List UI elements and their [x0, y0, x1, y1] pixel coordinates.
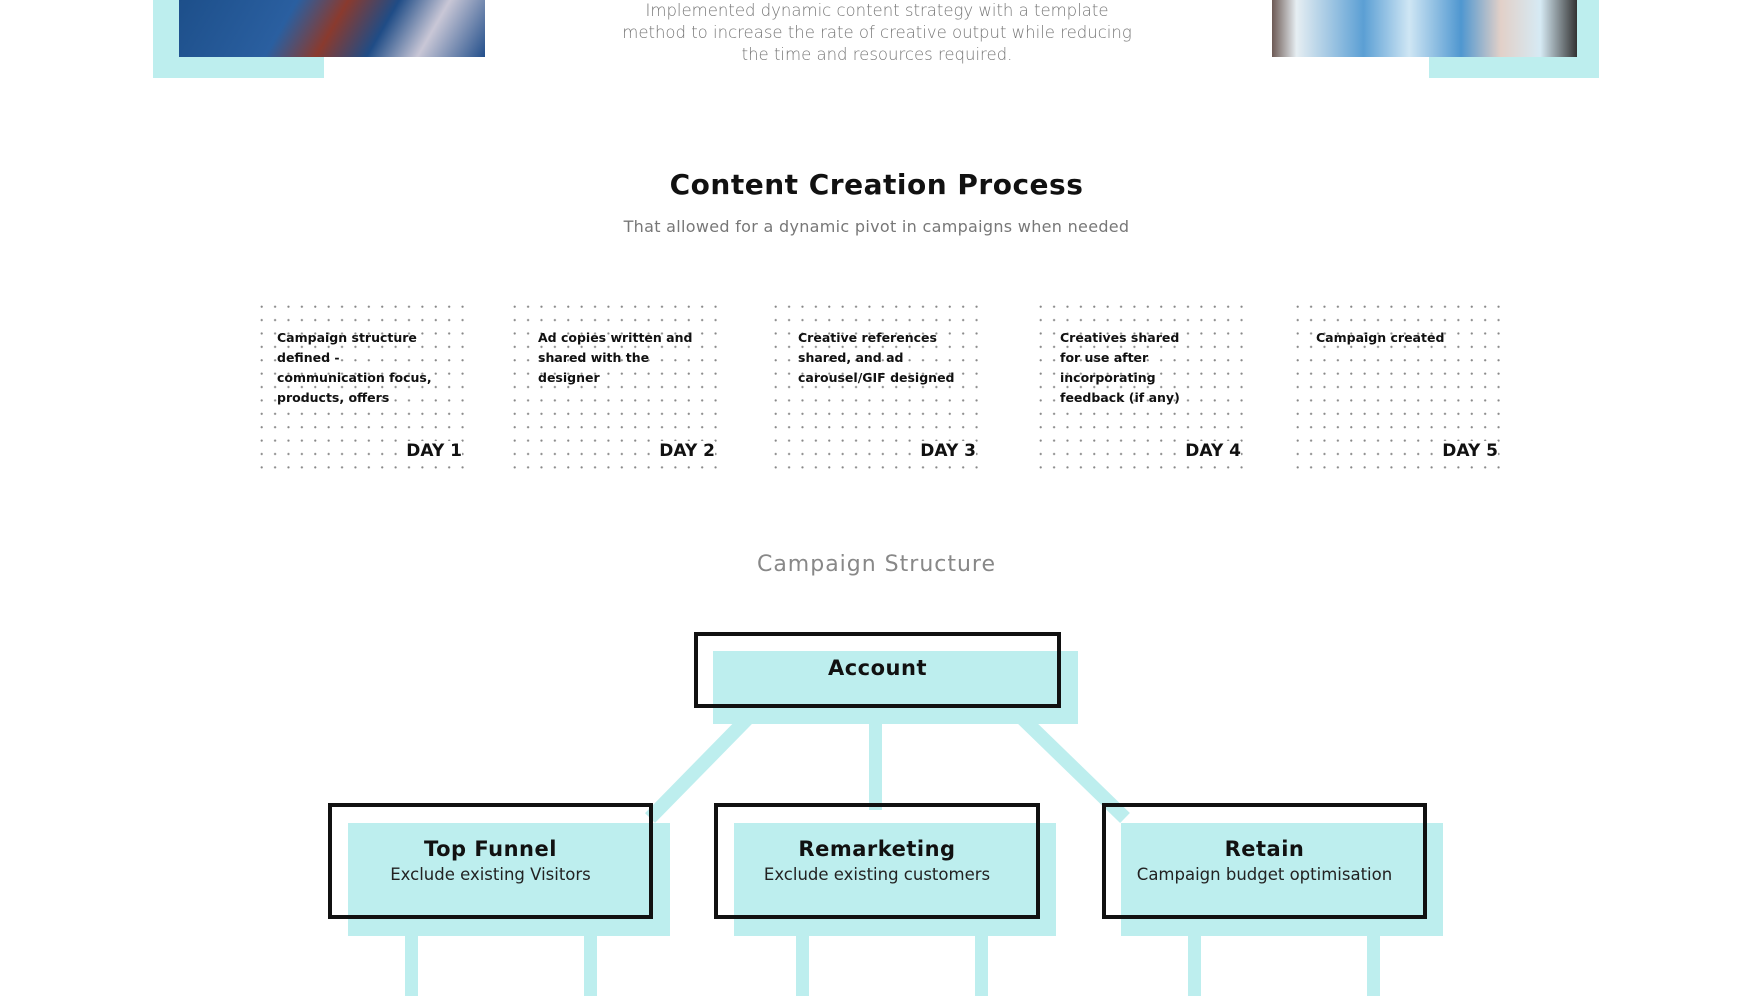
- day-card: Campaign created DAY 5: [1291, 300, 1506, 470]
- node-title: Remarketing: [798, 837, 956, 861]
- connector-stub: [796, 936, 809, 996]
- intro-line: the time and resources required.: [741, 45, 1013, 64]
- day-description: Ad copies written and shared with the de…: [538, 330, 693, 385]
- day-label: DAY 5: [1439, 441, 1498, 461]
- intro-line: Implemented dynamic content strategy wit…: [645, 1, 1109, 20]
- account-node: Account: [694, 632, 1061, 708]
- sneakers-photo: [179, 0, 485, 57]
- day-description: Campaign created: [1316, 330, 1445, 345]
- day-card: Creative references shared, and ad carou…: [769, 300, 984, 470]
- process-subtitle: That allowed for a dynamic pivot in camp…: [623, 217, 1130, 236]
- node-subtitle: Exclude existing Visitors: [390, 865, 591, 884]
- day-description: Campaign structure defined - communicati…: [277, 330, 432, 405]
- day-label: DAY 3: [917, 441, 976, 461]
- node-subtitle: Campaign budget optimisation: [1136, 865, 1393, 884]
- jeans-photo: [1272, 0, 1577, 57]
- connector-left: [645, 713, 753, 823]
- day-description: Creative references shared, and ad carou…: [798, 330, 955, 385]
- account-title: Account: [827, 656, 927, 680]
- connector-right: [1017, 712, 1130, 824]
- node-title: Retain: [1224, 837, 1305, 861]
- connector-stub: [584, 936, 597, 996]
- intro-line: method to increase the rate of creative …: [622, 23, 1132, 42]
- day-label: DAY 4: [1182, 441, 1241, 461]
- day-card: Ad copies written and shared with the de…: [508, 300, 723, 470]
- node-retain: Retain Campaign budget optimisation: [1102, 803, 1427, 919]
- connector-stub: [975, 936, 988, 996]
- structure-title: Campaign Structure: [756, 552, 997, 577]
- day-card: Campaign structure defined - communicati…: [255, 300, 470, 470]
- day-label: DAY 1: [403, 441, 462, 461]
- node-title: Top Funnel: [424, 837, 557, 861]
- connector-stub: [1367, 936, 1380, 996]
- intro-text: Implemented dynamic content strategy wit…: [577, 0, 1177, 66]
- account-accent: [713, 651, 1078, 724]
- connector-stub: [1188, 936, 1201, 996]
- day-description: Creatives shared for use after incorpora…: [1060, 330, 1180, 405]
- connector-stub: [405, 936, 418, 996]
- day-label: DAY 2: [656, 441, 715, 461]
- node-subtitle: Exclude existing customers: [763, 865, 991, 884]
- connector-center: [869, 720, 882, 810]
- node-top-funnel: Top Funnel Exclude existing Visitors: [328, 803, 653, 919]
- process-title: Content Creation Process: [669, 168, 1084, 201]
- node-remarketing: Remarketing Exclude existing customers: [714, 803, 1040, 919]
- day-card: Creatives shared for use after incorpora…: [1034, 300, 1249, 470]
